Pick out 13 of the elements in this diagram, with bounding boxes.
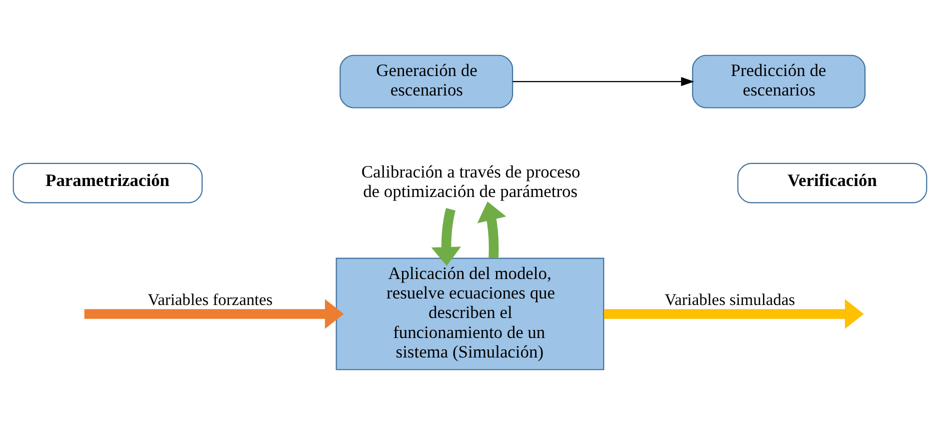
node-box: Aplicación del modelo, resuelve ecuaciones que describen el funcionamiento de un sistema (Simulación) [335,258,604,370]
node-box: Predicción de escenarios [692,54,866,108]
arrow [430,208,460,266]
arrow [604,299,864,329]
node-box: Generación de escenarios [339,54,513,108]
node-text: Calibración a través de proceso de optimización de parámetros [360,161,580,202]
node-box: Verificación [736,162,927,204]
node-box: Parametrización [12,162,202,204]
edge-label: Variables forzantes [147,290,272,310]
arrow [512,76,694,86]
arrow [476,202,506,258]
edge-label: Variables simuladas [664,290,794,310]
arrow [84,299,344,329]
